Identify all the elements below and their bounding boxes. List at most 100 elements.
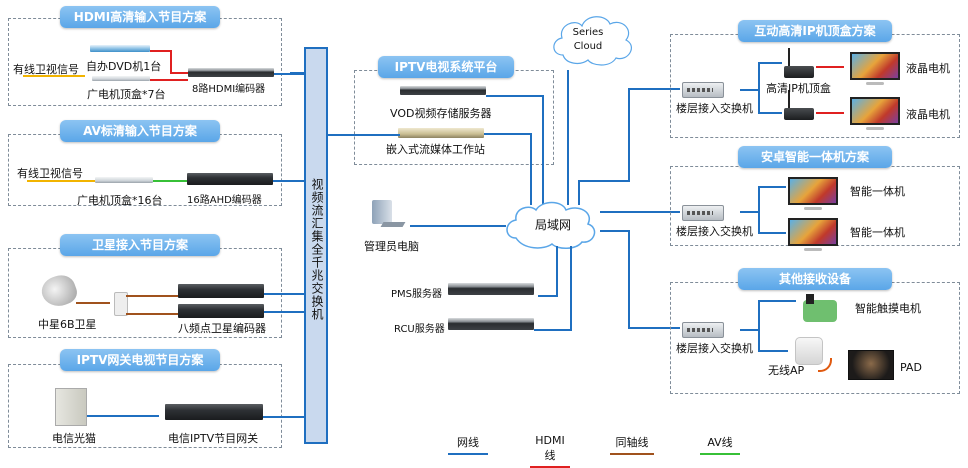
admin-pc-keyboard-icon	[380, 222, 406, 227]
set-top-box-icon	[92, 76, 150, 81]
signal-line	[27, 180, 95, 182]
signal-line	[23, 75, 85, 77]
iptv-gateway-label: 电信IPTV节目网关	[168, 432, 259, 445]
network-cable	[758, 300, 796, 302]
hdmi-cable	[816, 66, 844, 68]
legend-label: 同轴线	[615, 436, 649, 449]
legend-item-network: 网线	[448, 434, 488, 455]
other-devices-group-title: 其他接收设备	[738, 268, 892, 290]
dvd-label: 自办DVD机1台	[86, 60, 162, 73]
cable-tv-signal-label: 有线卫视信号	[17, 167, 83, 180]
av-cable	[153, 180, 187, 182]
hdmi-encoder-icon	[188, 68, 274, 77]
lcd-tv-icon	[850, 52, 900, 85]
pms-server-icon	[448, 283, 534, 295]
floor-switch-icon	[682, 205, 724, 221]
vod-server-label: VOD视频存储服务器	[390, 107, 492, 120]
network-cable	[274, 73, 304, 75]
lcd-tv-label: 液晶电机	[906, 108, 950, 121]
touch-screen-icon	[806, 294, 814, 304]
network-cable	[740, 329, 760, 331]
touch-terminal-label: 智能触摸电机	[855, 302, 921, 315]
smart-display-label: 智能一体机	[850, 226, 905, 239]
network-cable	[556, 246, 558, 297]
network-cable	[410, 225, 506, 227]
network-cable	[534, 329, 572, 331]
dvd-player-icon	[90, 45, 150, 52]
hdmi-group-title: HDMI高清输入节目方案	[60, 6, 220, 28]
network-cable	[758, 62, 760, 114]
iptv-gateway-icon	[165, 404, 263, 420]
stb-label: 广电机顶盒*16台	[77, 194, 163, 207]
legend-label: HDMI线	[535, 434, 565, 462]
rcu-server-icon	[448, 318, 534, 330]
touch-terminal-icon	[803, 300, 837, 322]
coax-cable	[76, 302, 110, 304]
network-cable	[628, 230, 630, 328]
wireless-ap-label: 无线AP	[768, 364, 805, 377]
ahd-encoder-icon	[187, 173, 273, 185]
satellite-encoder-label: 八频点卫星编码器	[178, 322, 266, 335]
satellite-label: 中星6B卫星	[38, 318, 97, 331]
admin-pc-label: 管理员电脑	[364, 240, 419, 253]
pad-icon	[848, 350, 894, 380]
smart-display-icon	[788, 177, 838, 210]
smart-display-label: 智能一体机	[850, 185, 905, 198]
coax-cable	[126, 295, 178, 297]
stb-label: 广电机顶盒*7台	[87, 88, 166, 101]
floor-switch-icon	[682, 322, 724, 338]
lan-label: 局域网	[535, 218, 572, 232]
network-cable	[740, 89, 760, 91]
network-cable	[570, 246, 572, 331]
legend-label: 网线	[457, 436, 479, 449]
network-cable	[263, 416, 304, 418]
network-cable	[578, 180, 630, 182]
hdmi-cable	[150, 79, 188, 81]
network-cable	[600, 230, 630, 232]
network-cable	[758, 186, 786, 188]
android-group-title: 安卓智能一体机方案	[738, 146, 892, 168]
network-cable	[542, 95, 544, 205]
ahd-encoder-label: 16路AHD编码器	[187, 195, 262, 206]
av-group-title: AV标清输入节目方案	[60, 120, 220, 142]
pad-label: PAD	[900, 361, 922, 374]
optical-modem-label: 电信光猫	[52, 432, 96, 445]
network-cable	[264, 311, 304, 313]
lcd-tv-label: 液晶电机	[906, 62, 950, 75]
splitter-icon	[114, 292, 128, 316]
hdmi-encoder-label: 8路HDMI编码器	[192, 84, 266, 95]
lan-cloud-icon	[506, 201, 596, 249]
set-top-box-icon	[95, 177, 153, 183]
network-cable	[578, 180, 580, 205]
optical-modem-icon	[55, 388, 87, 426]
admin-pc-icon	[372, 200, 392, 224]
smart-display-icon	[788, 218, 838, 251]
ip-stb-group-title: 互动高清IP机顶盒方案	[738, 20, 892, 42]
hdmi-cable	[170, 50, 172, 74]
ip-stb-icon	[784, 90, 814, 120]
hdmi-cable	[150, 50, 172, 52]
lcd-tv-icon	[850, 97, 900, 130]
legend-item-hdmi: HDMI线	[530, 434, 570, 468]
network-cable	[567, 70, 569, 205]
network-cable	[484, 133, 532, 135]
satellite-encoder-icon	[178, 284, 264, 298]
iptv-gateway-group-title: IPTV网关电视节目方案	[60, 349, 220, 371]
legend-label: AV线	[707, 436, 733, 449]
network-cable	[740, 211, 760, 213]
iptv-platform-title: IPTV电视系统平台	[378, 56, 514, 78]
network-cable	[758, 232, 786, 234]
legend-swatch	[448, 453, 488, 455]
network-cable	[600, 211, 680, 213]
network-cable	[486, 95, 544, 97]
streaming-workstation-icon	[398, 128, 484, 138]
network-cable	[328, 134, 400, 136]
floor-switch-label: 楼层接入交换机	[676, 342, 753, 355]
coax-cable	[126, 313, 178, 315]
series-cloud-label: Series Cloud	[572, 27, 604, 52]
rcu-server-label: RCU服务器	[394, 324, 445, 335]
legend-swatch	[700, 453, 740, 455]
floor-switch-label: 楼层接入交换机	[676, 102, 753, 115]
satellite-encoder-icon	[178, 304, 264, 318]
cable-tv-signal-label: 有线卫视信号	[13, 63, 79, 76]
